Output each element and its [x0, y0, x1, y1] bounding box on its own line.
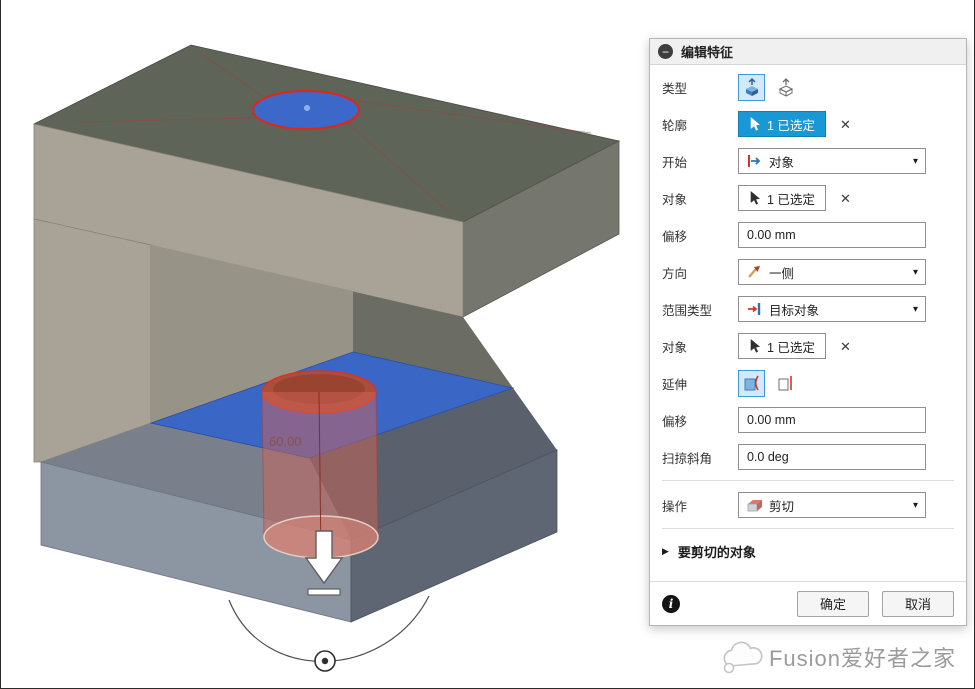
extend-offset-input[interactable] — [738, 407, 926, 433]
profile-clear-button[interactable]: ✕ — [839, 116, 851, 132]
profile-label: 轮廓 — [662, 118, 688, 133]
start-combo-value: 对象 — [769, 155, 795, 170]
extend-straight-button[interactable] — [772, 370, 799, 397]
spine-inner-wall — [151, 245, 353, 423]
type-label: 类型 — [662, 81, 688, 96]
extrude-solid-icon — [745, 77, 758, 96]
watermark: Fusion爱好者之家 — [718, 639, 956, 675]
separator — [662, 480, 954, 481]
collapse-icon[interactable]: − — [658, 44, 673, 59]
select-cursor-icon — [750, 191, 760, 205]
caret-down-icon: ▾ — [912, 499, 918, 511]
extent-object-selection-count: 1 已选定 — [767, 340, 815, 355]
operation-combo-value: 剪切 — [769, 499, 795, 514]
operation-label: 操作 — [662, 499, 688, 514]
row-profile: 轮廓 1 已选定 ✕ — [662, 110, 954, 138]
extent-type-label: 范围类型 — [662, 303, 713, 318]
row-start: 开始 对象 ▾ — [662, 147, 954, 175]
edit-feature-dialog: − 编辑特征 类型 — [649, 38, 967, 626]
start-from-object-icon — [748, 155, 761, 167]
caret-down-icon: ▾ — [912, 303, 918, 315]
ok-button[interactable]: 确定 — [797, 590, 869, 617]
select-cursor-icon — [750, 339, 760, 353]
row-type: 类型 — [662, 73, 954, 101]
profile-selection-count: 1 已选定 — [767, 118, 815, 133]
select-cursor-icon — [750, 117, 760, 131]
extend-straight-icon — [778, 376, 792, 391]
objects-to-cut-disclosure[interactable]: ▶ 要剪切的对象 — [662, 539, 954, 563]
direction-combo[interactable]: 一侧 ▾ — [738, 259, 926, 285]
taper-angle-label: 扫掠斜角 — [662, 451, 713, 466]
taper-handle-dot — [321, 657, 329, 665]
row-extend: 延伸 — [662, 369, 954, 397]
start-combo[interactable]: 对象 ▾ — [738, 148, 926, 174]
start-object-label: 对象 — [662, 192, 688, 207]
to-object-icon — [748, 303, 761, 315]
dialog-titlebar[interactable]: − 编辑特征 — [650, 39, 966, 65]
watermark-text: Fusion爱好者之家 — [768, 646, 956, 671]
block-right-face[interactable] — [350, 449, 558, 623]
row-start-offset: 偏移 — [662, 221, 954, 249]
row-operation: 操作 剪切 ▾ — [662, 491, 954, 519]
start-offset-label: 偏移 — [662, 229, 688, 244]
one-side-direction-icon — [748, 266, 760, 278]
direction-combo-value: 一侧 — [769, 266, 795, 281]
extend-offset-label: 偏移 — [662, 414, 688, 429]
sketch-lines — [75, 53, 592, 213]
start-offset-input[interactable] — [738, 222, 926, 248]
direction-label: 方向 — [662, 266, 688, 281]
extend-label: 延伸 — [662, 377, 688, 392]
spine-front-face[interactable] — [33, 218, 152, 463]
extrude-solid-button[interactable] — [738, 73, 765, 101]
row-start-object: 对象 1 已选定 ✕ — [662, 184, 954, 212]
row-extent-object: 对象 1 已选定 ✕ — [662, 332, 954, 360]
dialog-footer: i 确定 取消 — [650, 581, 966, 625]
row-extend-offset: 偏移 — [662, 406, 954, 434]
cancel-button[interactable]: 取消 — [882, 590, 954, 617]
extend-faces-button[interactable] — [738, 369, 765, 397]
extent-type-combo-value: 目标对象 — [769, 303, 820, 318]
dialog-body: 类型 — [650, 65, 966, 581]
dialog-title: 编辑特征 — [681, 45, 734, 60]
extent-object-clear-button[interactable]: ✕ — [839, 338, 851, 354]
extent-object-label: 对象 — [662, 340, 688, 355]
disclosure-triangle-icon: ▶ — [662, 545, 669, 556]
row-direction: 方向 一侧 ▾ — [662, 258, 954, 286]
operation-combo[interactable]: 剪切 ▾ — [738, 492, 926, 518]
start-object-selection-chip[interactable]: 1 已选定 — [738, 185, 826, 211]
extrude-thin-button[interactable] — [772, 74, 799, 101]
info-icon[interactable]: i — [662, 594, 680, 613]
row-extent-type: 范围类型 目标对象 ▾ — [662, 295, 954, 323]
cut-operation-icon — [747, 500, 762, 512]
caret-down-icon: ▾ — [912, 266, 918, 278]
taper-angle-input[interactable] — [738, 444, 926, 470]
caret-down-icon: ▾ — [912, 155, 918, 167]
flip-handle[interactable] — [307, 588, 341, 596]
3d-viewport[interactable]: 60.00 — [1, 0, 661, 689]
extrude-thin-icon — [778, 78, 793, 97]
row-taper-angle: 扫掠斜角 — [662, 443, 954, 471]
cloud-logo-icon — [723, 641, 763, 674]
objects-to-cut-label: 要剪切的对象 — [677, 544, 756, 560]
sketch-center-point[interactable] — [304, 105, 310, 111]
separator — [662, 528, 954, 529]
start-object-clear-button[interactable]: ✕ — [839, 190, 851, 206]
extrude-arrow-manipulator[interactable] — [304, 530, 344, 585]
start-label: 开始 — [662, 155, 688, 170]
start-object-selection-count: 1 已选定 — [767, 192, 815, 207]
extent-object-selection-chip[interactable]: 1 已选定 — [738, 333, 826, 359]
extend-faces-icon — [744, 375, 759, 391]
profile-selection-chip[interactable]: 1 已选定 — [738, 111, 826, 137]
extent-type-combo[interactable]: 目标对象 ▾ — [738, 296, 926, 322]
